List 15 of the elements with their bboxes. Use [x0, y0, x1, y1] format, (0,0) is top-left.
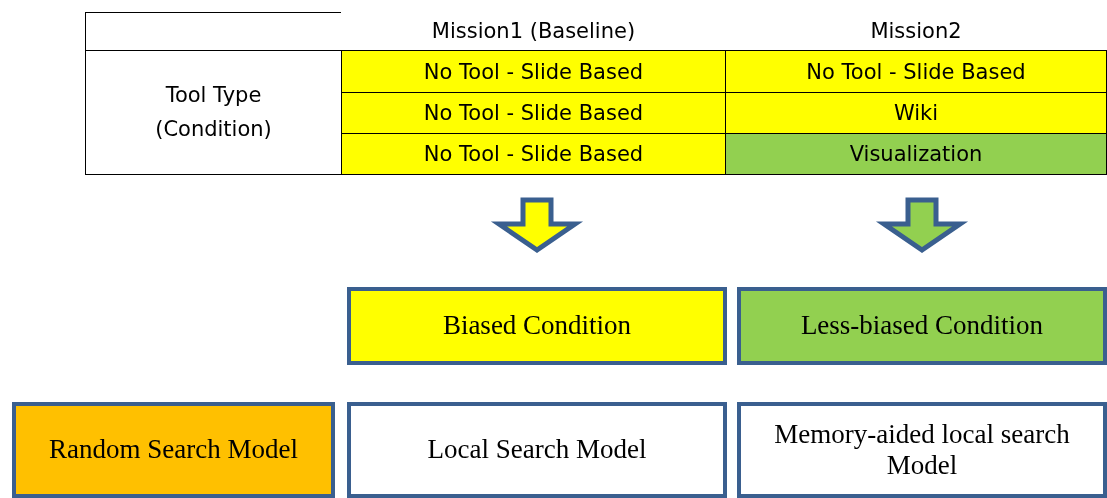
table-cell: Visualization — [725, 133, 1107, 175]
model-box: Local Search Model — [347, 402, 727, 498]
table-cell: No Tool - Slide Based — [725, 50, 1107, 93]
table-column — [341, 12, 726, 175]
row-header-cell: Tool Type (Condition) — [85, 50, 342, 175]
block-arrow — [875, 197, 969, 254]
table-cell: No Tool - Slide Based — [341, 92, 726, 134]
model-box: Memory-aided local search Model — [737, 402, 1107, 498]
table-cell: No Tool - Slide Based — [341, 50, 726, 93]
block-arrow — [490, 197, 584, 254]
table-cell: No Tool - Slide Based — [341, 133, 726, 175]
condition-box: Biased Condition — [347, 287, 727, 365]
table-cell: Wiki — [725, 92, 1107, 134]
model-box: Random Search Model — [12, 402, 335, 498]
condition-box: Less-biased Condition — [737, 287, 1107, 365]
